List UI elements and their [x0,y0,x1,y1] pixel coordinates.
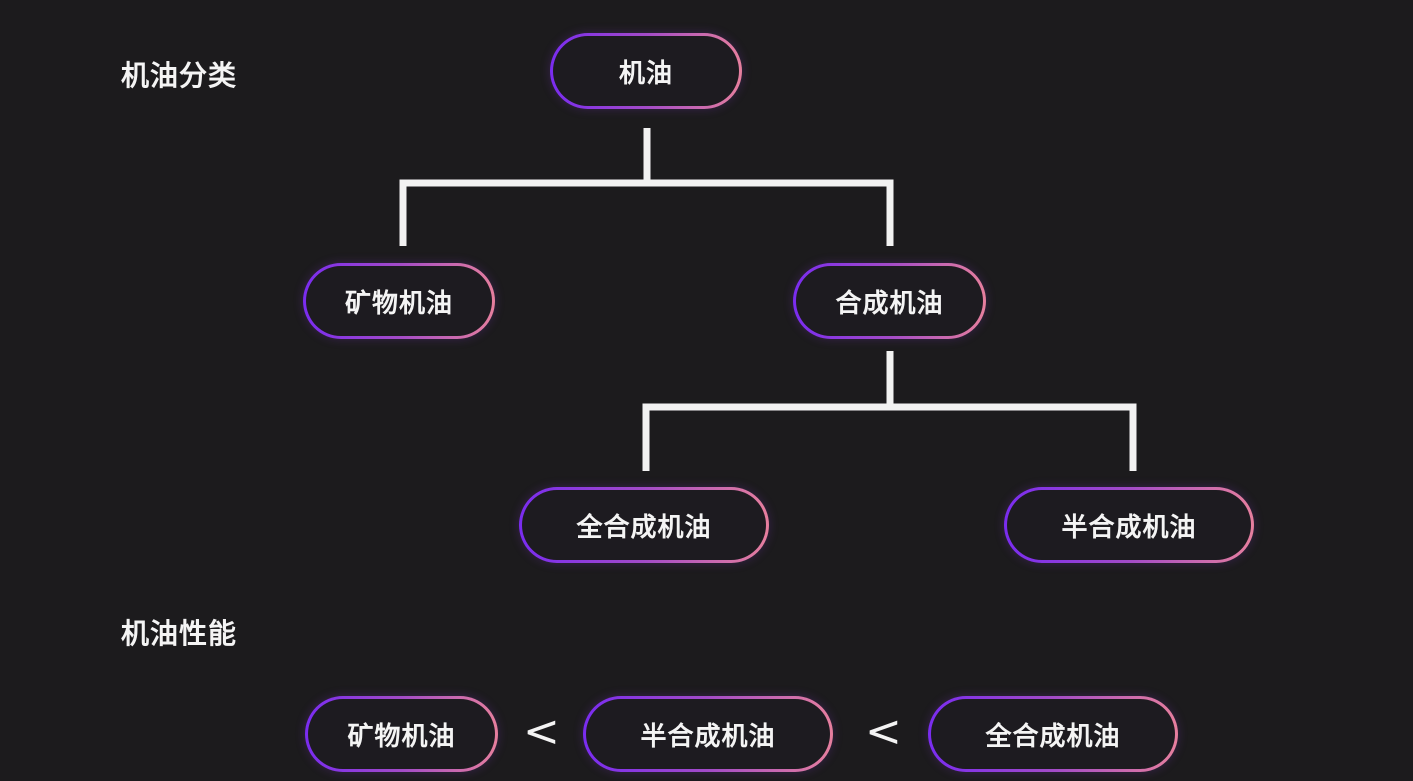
connector-level2-bracket [642,403,1137,471]
performance-mineral-oil-label: 矿物机油 [308,699,495,769]
node-synthetic-oil-label: 合成机油 [796,266,983,336]
performance-title: 机油性能 [121,617,238,650]
node-mineral-oil-label: 矿物机油 [306,266,492,336]
node-semi-synthetic-oil: 半合成机油 [1004,487,1254,563]
node-synthetic-oil: 合成机油 [793,263,986,339]
less-than-sign: < [523,706,560,757]
node-full-synthetic-oil: 全合成机油 [519,487,769,563]
performance-full-synthetic-oil-label: 全合成机油 [931,699,1175,769]
performance-full-synthetic-oil: 全合成机油 [928,696,1178,772]
classification-title: 机油分类 [121,59,238,92]
connector-level1-bracket [399,179,894,246]
node-engine-oil-label: 机油 [553,36,739,106]
node-engine-oil: 机油 [550,33,742,109]
node-semi-synthetic-oil-label: 半合成机油 [1007,490,1251,560]
less-than-sign: < [865,706,902,757]
performance-semi-synthetic-oil: 半合成机油 [583,696,833,772]
performance-semi-synthetic-oil-label: 半合成机油 [586,699,830,769]
node-full-synthetic-oil-label: 全合成机油 [522,490,766,560]
node-mineral-oil: 矿物机油 [303,263,495,339]
performance-mineral-oil: 矿物机油 [305,696,498,772]
